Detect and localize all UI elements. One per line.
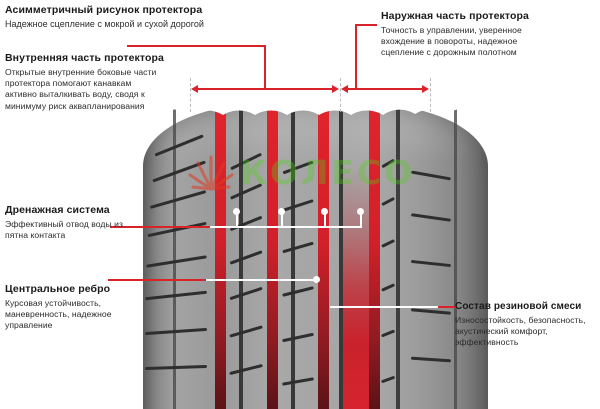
callout-inner-tread-title: Внутренняя часть протектора xyxy=(5,52,164,64)
callout-asymmetric-pattern-body: Надежное сцепление с мокрой и сухой доро… xyxy=(5,19,204,29)
red-groove-4 xyxy=(369,104,380,409)
callout-drainage-body: Эффективный отвод воды из пятна контакта xyxy=(5,219,123,241)
red-groove-2 xyxy=(267,104,278,409)
tread-groove-dark-3 xyxy=(291,104,295,409)
callout-compound: Состав резиновой смеси Износостойкость, … xyxy=(455,300,597,349)
guide-line-center xyxy=(340,78,341,112)
tread-groove-dark-5 xyxy=(396,104,400,409)
callout-central-rib: Центральное ребро Курсовая устойчивость,… xyxy=(5,283,140,332)
central-rib-point xyxy=(313,276,320,283)
callout-compound-body: Износостойкость, безопасность, акустичес… xyxy=(455,315,586,348)
callout-outer-tread-body: Точность в управлении, уверенное вхожден… xyxy=(381,25,522,58)
callout-inner-tread: Внутренняя часть протектора Открытые вну… xyxy=(5,52,164,112)
tread-groove-dark-6 xyxy=(454,104,457,409)
callout-central-rib-title: Центральное ребро xyxy=(5,283,111,295)
drainage-point-4 xyxy=(357,208,364,215)
callout-asymmetric-pattern: Асимметричный рисунок протектора Надежно… xyxy=(5,4,305,30)
drainage-point-1 xyxy=(233,208,240,215)
callout-inner-tread-body: Открытые внутренние боковые части протек… xyxy=(5,67,157,111)
callout-central-rib-body: Курсовая устойчивость, маневренность, на… xyxy=(5,298,112,331)
tread-groove-dark-4 xyxy=(339,104,343,409)
central-red-rib xyxy=(343,104,369,409)
callout-asymmetric-pattern-title: Асимметричный рисунок протектора xyxy=(5,4,203,16)
tread-groove-dark-1 xyxy=(173,104,176,409)
red-groove-1 xyxy=(215,104,226,409)
tire-tread-image: КОЛЕСО xyxy=(143,104,488,409)
tread-top-edge xyxy=(143,104,488,115)
drainage-point-2 xyxy=(278,208,285,215)
guide-line-left xyxy=(190,78,191,112)
drainage-point-3 xyxy=(321,208,328,215)
red-groove-3 xyxy=(318,104,329,409)
callout-compound-title: Состав резиновой смеси xyxy=(455,301,582,312)
callout-drainage-title: Дренажная система xyxy=(5,204,110,216)
guide-line-right xyxy=(430,78,431,112)
drainage-rail xyxy=(210,226,362,228)
callout-drainage: Дренажная система Эффективный отвод воды… xyxy=(5,204,125,241)
callout-outer-tread: Наружная часть протектора Точность в упр… xyxy=(381,10,561,59)
callout-outer-tread-title: Наружная часть протектора xyxy=(381,10,529,22)
